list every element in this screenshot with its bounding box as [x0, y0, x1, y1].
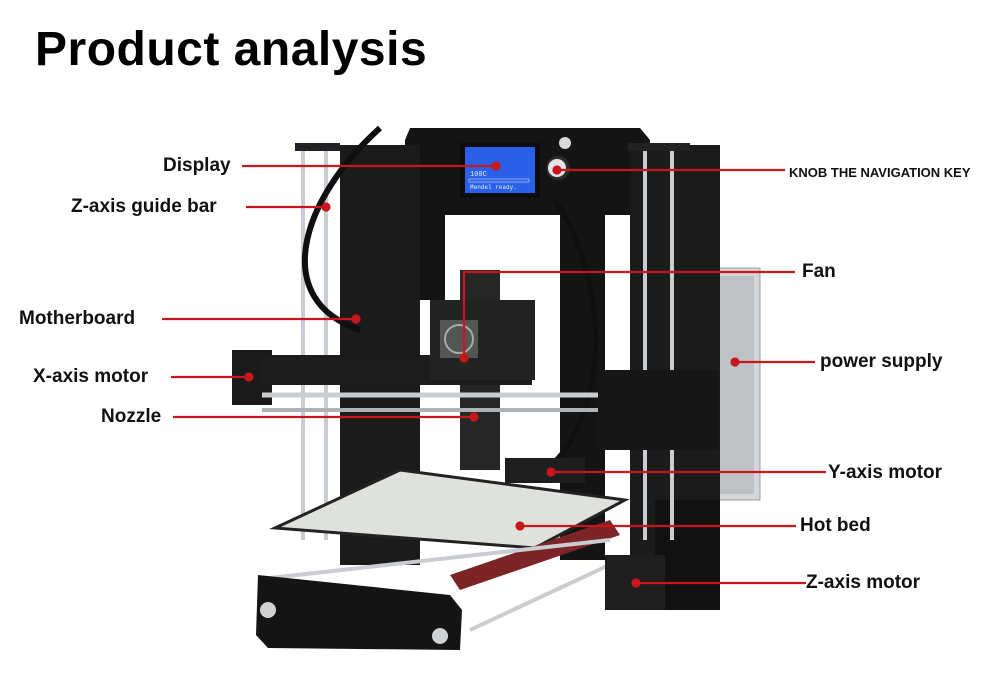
leader-lines: [162, 161, 826, 588]
label-knob-navigation-key: KNOB THE NAVIGATION KEY: [789, 165, 971, 180]
label-z-axis-motor: Z-axis motor: [806, 572, 921, 593]
y-axis-frame: [256, 538, 621, 650]
label-display: Display: [163, 155, 231, 176]
label-power-supply: power supply: [820, 351, 943, 372]
label-z-axis-guide-bar: Z-axis guide bar: [71, 196, 217, 217]
label-nozzle: Nozzle: [101, 406, 162, 427]
label-y-axis-motor: Y-axis motor: [828, 462, 943, 483]
lcd-status-text: Mendel ready.: [470, 184, 517, 191]
x-axis-assembly: [232, 300, 718, 450]
z-guide-rods: [301, 148, 674, 540]
label-fan: Fan: [802, 261, 836, 282]
label-hot-bed: Hot bed: [800, 515, 871, 536]
label-x-axis-motor: X-axis motor: [33, 366, 149, 387]
lcd-display: 100C Mendel ready.: [460, 143, 540, 198]
label-motherboard: Motherboard: [19, 308, 136, 329]
hot-bed: [269, 468, 630, 590]
page-title: Product analysis: [35, 23, 428, 76]
y-motor-body: [505, 458, 585, 483]
lcd-temp-text: 100C: [470, 171, 487, 179]
